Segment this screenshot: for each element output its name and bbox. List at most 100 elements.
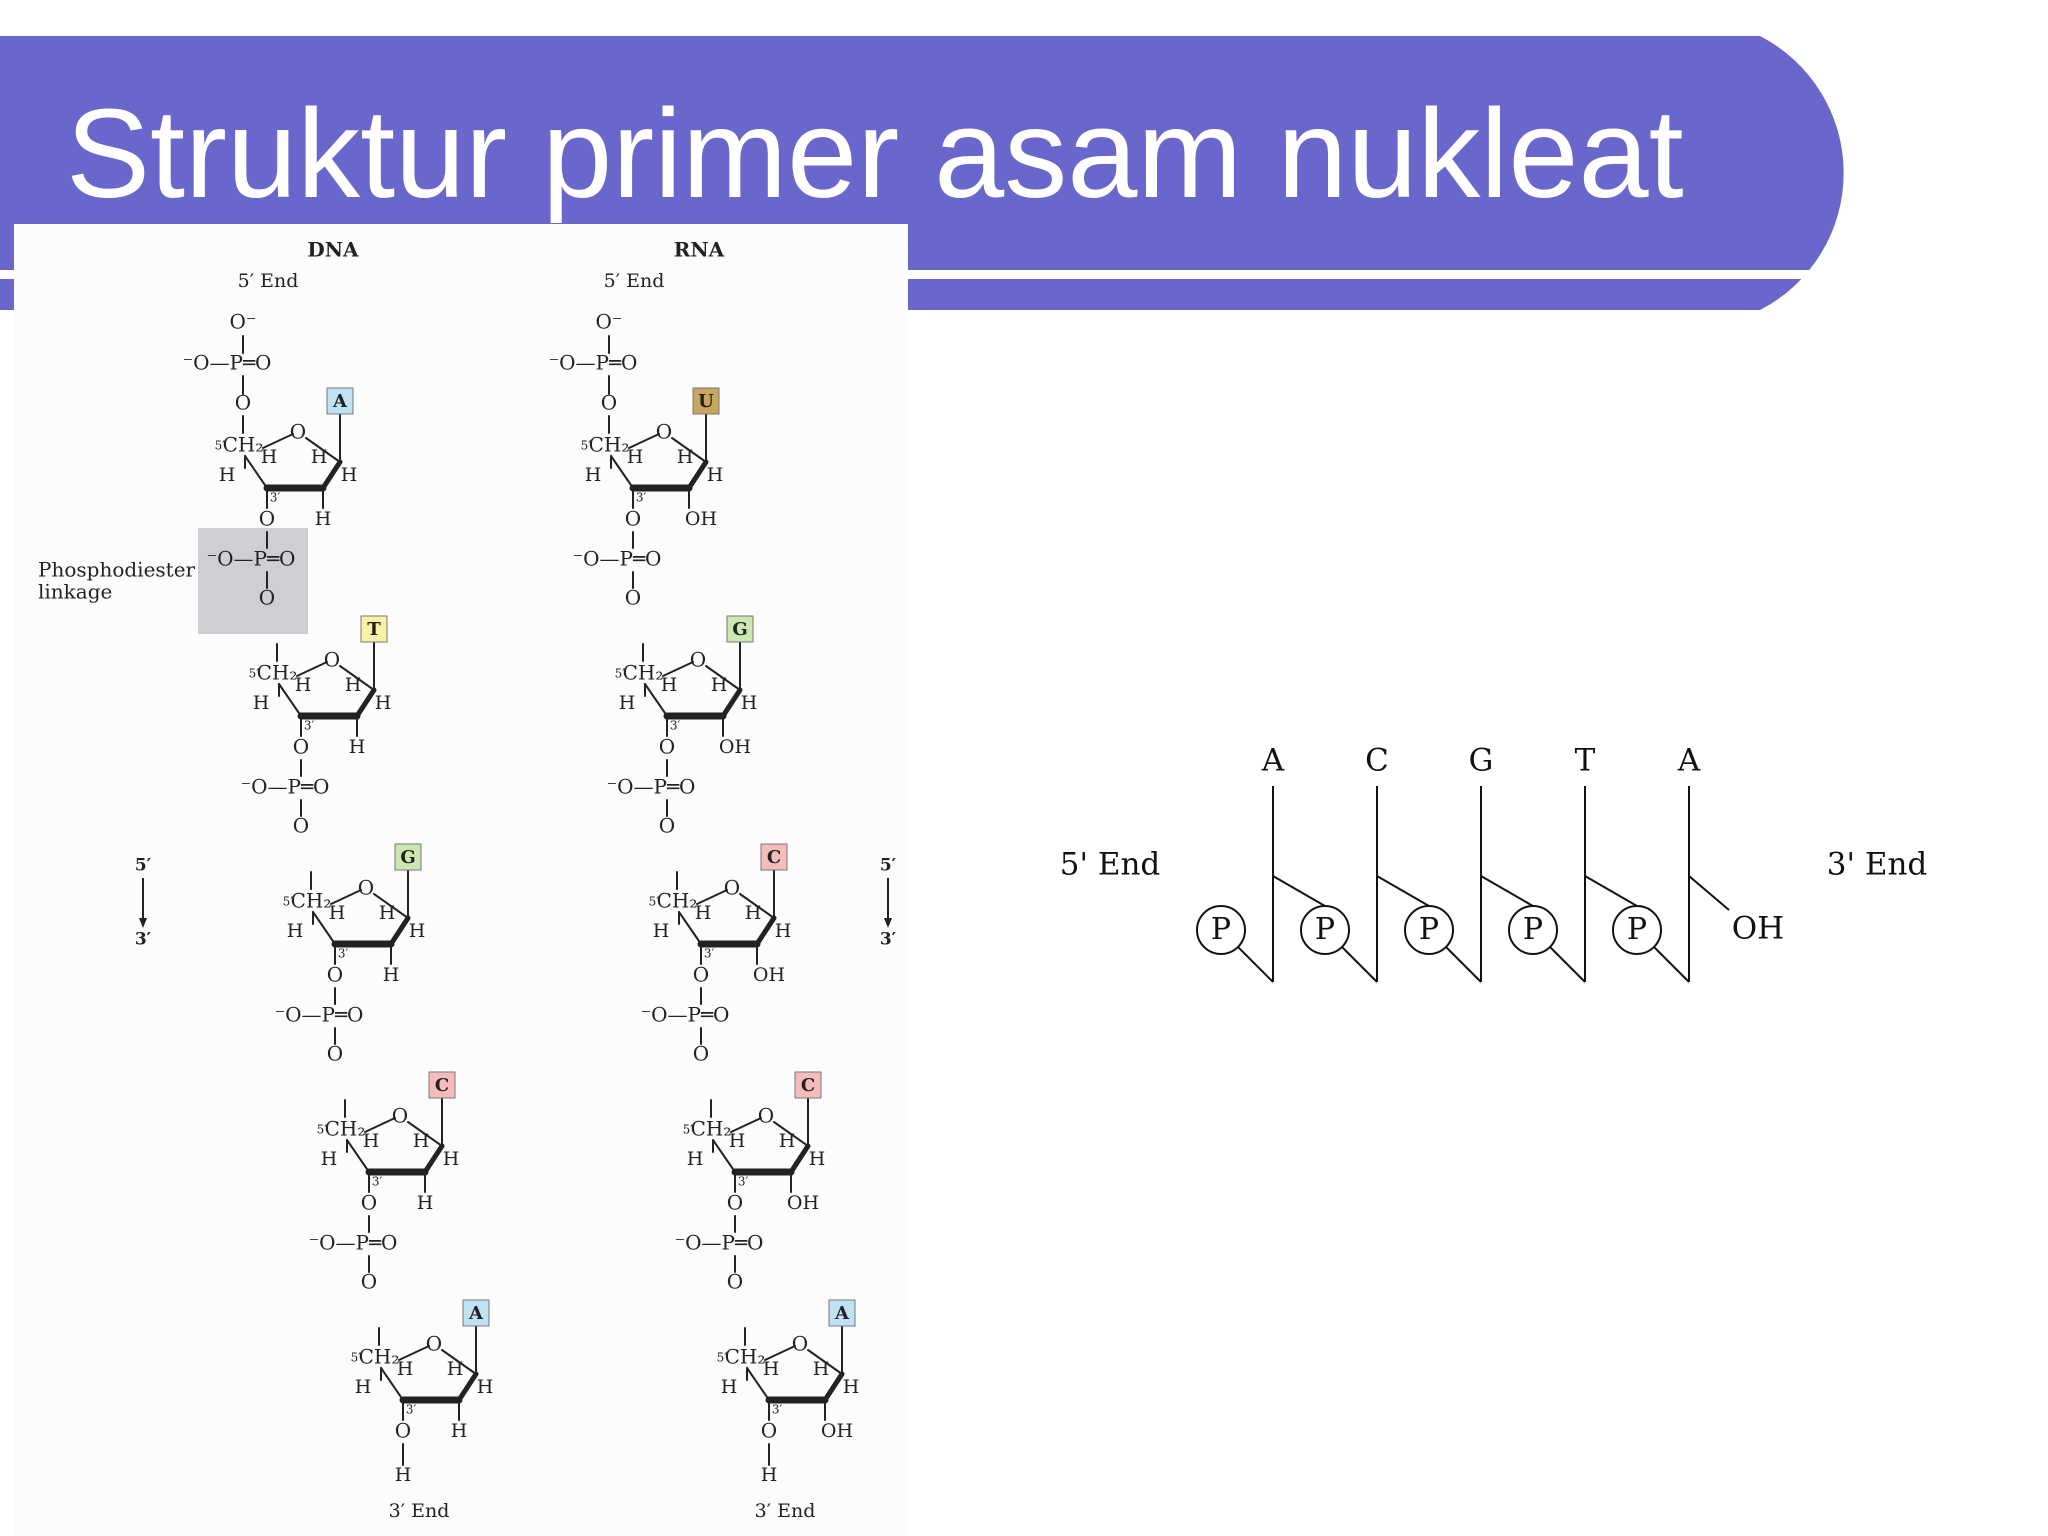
dna-nucleotide-2-h-ring: H — [295, 674, 312, 696]
dna-nucleotide-4-2prime-substituent: H — [417, 1192, 434, 1214]
strand-base-label: G — [1469, 743, 1494, 779]
dna-nucleotide-2-phosphate: ⁻O—P — [241, 775, 301, 799]
rna-nucleotide-3-h-ring: H — [695, 902, 712, 924]
rna-nucleotide-2-h-ring: H — [661, 674, 678, 696]
rna-nucleotide-1-o-3prime: O — [625, 507, 641, 531]
strand-base-label: C — [1365, 743, 1389, 779]
rna-nucleotide-5-base-box — [828, 1299, 856, 1327]
strand-phosphate-label: P — [1523, 912, 1543, 947]
rna-nucleotide-5-ring-bond-bold — [822, 1371, 845, 1403]
strand-phosphate-label: P — [1627, 912, 1647, 947]
dna-nucleotide-2-base-box — [360, 615, 388, 643]
strand-phosphate-label: P — [1315, 912, 1335, 947]
dna-nucleotide-3-base-letter: G — [400, 847, 415, 868]
strand-phosphate-circle — [1196, 905, 1246, 955]
rna-nucleotide-5-terminal-h: H — [761, 1464, 778, 1486]
strand-phosphate-bond — [1445, 946, 1482, 983]
dna-nucleotide-5-h-ring: H — [447, 1358, 464, 1380]
dna-nucleotide-1-o-3prime: O — [259, 507, 275, 531]
dna-nucleotide-4-o-5prime: O — [361, 1270, 377, 1294]
rna-nucleotide-5-ring-o: O — [792, 1332, 808, 1356]
strand-base-label: A — [1261, 743, 1285, 779]
dna-nucleotide-5-ring-bond-bold — [456, 1371, 479, 1403]
dna-nucleotide-2-ring-bond — [278, 683, 302, 717]
dna-direction-arrow-bottom: 3′ — [135, 930, 152, 950]
rna-nucleotide-3-ring-bond — [678, 911, 702, 945]
dna-end-label: 3′ End — [389, 1500, 450, 1522]
dna-terminal-phosphate: ⁻O—P — [183, 351, 243, 375]
dna-terminal-double-o: ═O — [242, 351, 271, 375]
rna-nucleotide-2-base-letter: G — [732, 619, 747, 640]
dna-nucleotide-4-h-4prime: H — [321, 1148, 338, 1170]
dna-nucleotide-1-label-3prime: 3′ — [270, 491, 281, 505]
dna-nucleotide-4-label-3prime: 3′ — [372, 1175, 383, 1189]
rna-nucleotide-5-label-3prime: 3′ — [772, 1403, 783, 1417]
rna-nucleotide-3-phosphate-double-o: ═O — [700, 1003, 729, 1027]
dna-nucleotide-3-o-3prime: O — [327, 963, 343, 987]
rna-end-label: 3′ End — [755, 1500, 816, 1522]
rna-nucleotide-3-2prime-substituent: OH — [753, 964, 785, 986]
dna-nucleotide-2-h-4prime: H — [253, 692, 270, 714]
dna-nucleotide-2-ring-o: O — [324, 648, 340, 672]
dna-nucleotide-3-ring-o: O — [358, 876, 374, 900]
dna-nucleotide-1-base-letter: A — [332, 391, 348, 412]
rna-nucleotide-2-ring-bond — [644, 683, 668, 717]
rna-terminal-double-o: ═O — [608, 351, 637, 375]
rna-nucleotide-1-base-box — [692, 387, 720, 415]
dna-nucleotide-1-h-ring: H — [261, 446, 278, 468]
rna-nucleotide-1-h-ring: H — [627, 446, 644, 468]
rna-nucleotide-3-base-letter: C — [767, 847, 781, 868]
dna-nucleotide-5-o-3prime: O — [395, 1419, 411, 1443]
dna-nucleotide-4-phosphate-double-o: ═O — [368, 1231, 397, 1255]
dna-nucleotide-4-label-5prime: 5′ — [317, 1123, 328, 1137]
rna-nucleotide-2-h-ring: H — [711, 674, 728, 696]
dna-start-label: 5′ End — [238, 270, 299, 292]
phosphodiester-highlight — [198, 528, 308, 634]
rna-terminal-phosphate: ⁻O—P — [549, 351, 609, 375]
dna-terminal-o: O — [235, 391, 251, 415]
dna-heading: DNA — [307, 238, 359, 262]
rna-nucleotide-5-ring-bond — [807, 1349, 843, 1375]
dna-nucleotide-5-base-box — [462, 1299, 490, 1327]
dna-nucleotide-1-ring-bond — [262, 433, 294, 449]
rna-nucleotide-4-base-box — [794, 1071, 822, 1099]
dna-nucleotide-3-label-ch2: CH₂ — [291, 889, 332, 913]
rna-nucleotide-2-h-4prime: H — [619, 692, 636, 714]
rna-nucleotide-1-ring-o: O — [656, 420, 672, 444]
rna-nucleotide-3-h-4prime: H — [653, 920, 670, 942]
dna-nucleotide-1-h-ring: H — [311, 446, 328, 468]
dna-nucleotide-3-label-5prime: 5′ — [283, 895, 294, 909]
dna-nucleotide-4-base-box — [428, 1071, 456, 1099]
rna-nucleotide-1-2prime-substituent: OH — [685, 508, 717, 530]
rna-nucleotide-3-h-1prime: H — [775, 920, 792, 942]
rna-nucleotide-5-h-ring: H — [763, 1358, 780, 1380]
rna-nucleotide-1-phosphate-double-o: ═O — [632, 547, 661, 571]
dna-nucleotide-3-label-3prime: 3′ — [338, 947, 349, 961]
dna-nucleotide-4-ring-bond — [364, 1117, 396, 1133]
dna-nucleotide-1-label-ch2: CH₂ — [223, 433, 264, 457]
rna-nucleotide-3-phosphate: ⁻O—P — [641, 1003, 701, 1027]
dna-nucleotide-3-ring-bond-bold — [388, 915, 411, 947]
strand-terminal-oh-label: OH — [1732, 911, 1784, 947]
dna-nucleotide-1-phosphate: ⁻O—P — [207, 547, 267, 571]
rna-nucleotide-4-base-letter: C — [801, 1075, 815, 1096]
rna-nucleotide-4-o-3prime: O — [727, 1191, 743, 1215]
dna-nucleotide-5-label-5prime: 5′ — [351, 1351, 362, 1365]
rna-nucleotide-1-ring-bond-bold — [686, 459, 709, 491]
dna-nucleotide-2-label-3prime: 3′ — [304, 719, 315, 733]
strand-link-bond — [1584, 875, 1638, 907]
dna-nucleotide-1-ring-bond — [244, 455, 268, 489]
rna-nucleotide-1-o-5prime: O — [625, 586, 641, 610]
rna-direction-arrow-head — [884, 918, 892, 928]
dna-nucleotide-4-h-ring: H — [363, 1130, 380, 1152]
dna-nucleotide-3-ring-bond — [330, 889, 362, 905]
dna-nucleotide-2-label-ch2: CH₂ — [257, 661, 298, 685]
dna-nucleotide-5-2prime-substituent: H — [451, 1420, 468, 1442]
dna-nucleotide-4-phosphate: ⁻O—P — [309, 1231, 369, 1255]
phosphodiester-label-line: linkage — [38, 580, 112, 604]
strand-terminal-bond — [1688, 875, 1730, 911]
rna-nucleotide-5-label-ch2: CH₂ — [725, 1345, 766, 1369]
rna-nucleotide-1-label-ch2: CH₂ — [589, 433, 630, 457]
rna-nucleotide-4-ring-bond-bold — [788, 1143, 811, 1175]
